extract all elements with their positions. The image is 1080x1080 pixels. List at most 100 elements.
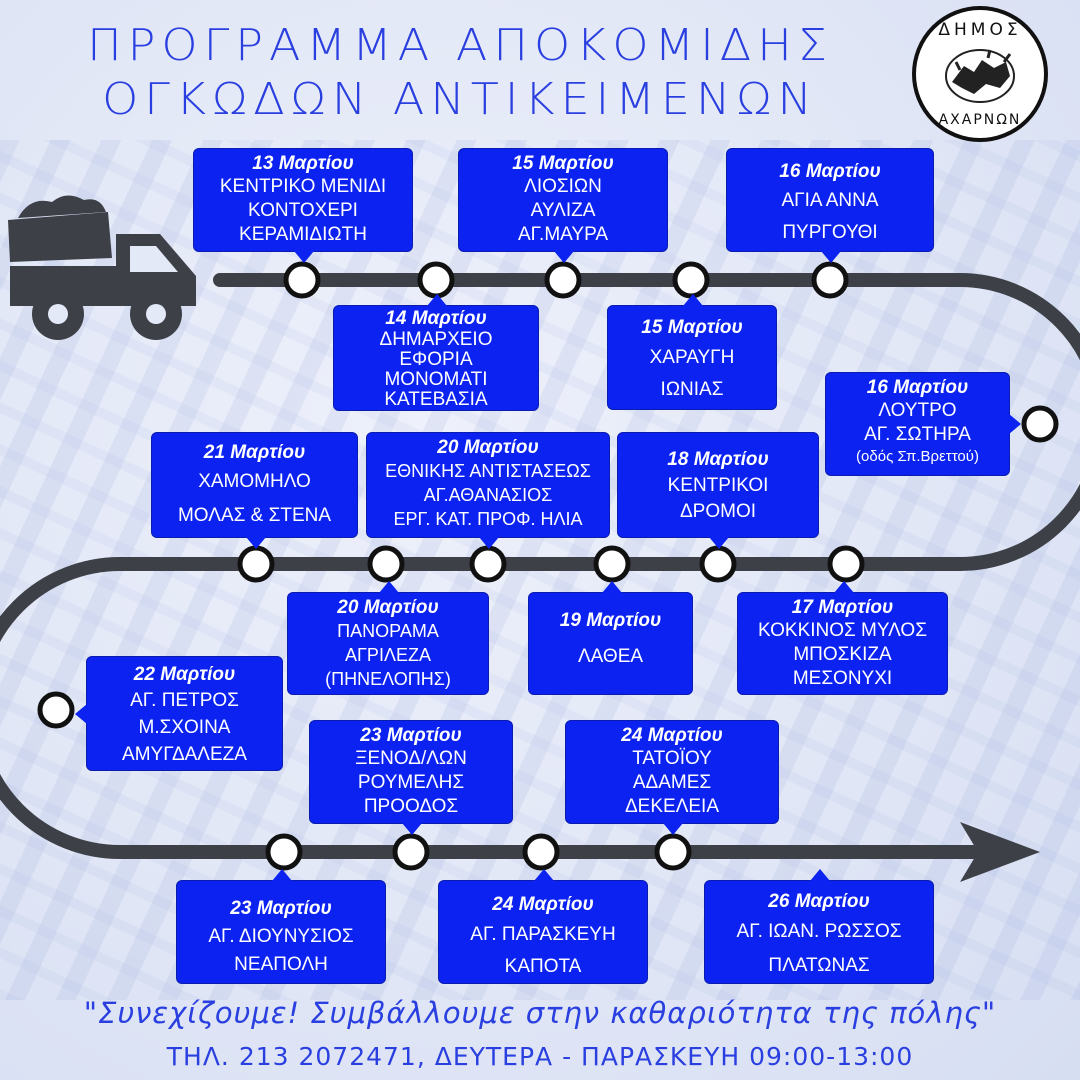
card-area: ΔΡΟΜΟΙ bbox=[679, 501, 757, 522]
card-area: ΚΕΝΤΡΙΚΟ ΜΕΝΙΔΙ bbox=[219, 176, 387, 197]
road-path bbox=[0, 273, 1080, 859]
card-date: 20 Μαρτίου bbox=[337, 597, 439, 618]
card-area: ΕΡΓ. ΚΑΤ. ΠΡΟΦ. ΗΛΙΑ bbox=[393, 509, 583, 529]
schedule-card-21-march: 21 Μαρτίου ΧΑΜΟΜΗΛΟ ΜΟΛΑΣ & ΣΤΕΝΑ bbox=[151, 432, 358, 549]
logo-top-text: ΔΗΜΟΣ bbox=[938, 20, 1022, 40]
card-area: ΑΓ. ΔΙΟΥΝΥΣΙΟΣ bbox=[208, 926, 354, 947]
title-line-1: ΠΡΟΓΡΑΜΜΑ ΑΠΟΚΟΜΙΔΗΣ bbox=[87, 19, 833, 71]
card-date: 23 Μαρτίου bbox=[360, 725, 462, 746]
arrow-head-icon bbox=[960, 822, 1040, 882]
card-date: 16 Μαρτίου bbox=[779, 161, 881, 182]
card-area: ΑΥΛΙΖΑ bbox=[530, 200, 596, 221]
card-date: 17 Μαρτίου bbox=[791, 597, 894, 618]
card-date: 16 Μαρτίου bbox=[866, 377, 969, 398]
card-area: ΜΕΣΟΝΥΧΙ bbox=[792, 668, 893, 689]
card-date: 24 Μαρτίου bbox=[621, 725, 723, 746]
horsemen-emblem-icon bbox=[945, 49, 1015, 103]
stop-marker bbox=[283, 261, 321, 299]
card-area: ΑΔΑΜΕΣ bbox=[632, 772, 712, 793]
stop-marker bbox=[37, 691, 75, 729]
schedule-card-14-march: 14 Μαρτίου ΔΗΜΑΡΧΕΙΟ ΕΦΟΡΙΑ ΜΟΝΟΜΑΤΙ ΚΑΤ… bbox=[333, 294, 539, 411]
card-area: ΛΙΟΣΙΩΝ bbox=[524, 176, 602, 197]
card-area: ΛΟΥΤΡΟ bbox=[878, 400, 957, 421]
schedule-card-13-march: 13 Μαρτίου ΚΕΝΤΡΙΚΟ ΜΕΝΙΔΙ ΚΟΝΤΟΧΕΡΙ ΚΕΡ… bbox=[193, 148, 413, 263]
card-date: 24 Μαρτίου bbox=[492, 894, 594, 915]
card-area: Μ.ΣΧΟΙΝΑ bbox=[138, 717, 231, 738]
stop-marker bbox=[417, 261, 455, 299]
card-area: ΞΕΝΟΔ/ΛΩΝ bbox=[355, 748, 467, 769]
schedule-card-17-march: 17 Μαρτίου ΚΟΚΚΙΝΟΣ ΜΥΛΟΣ ΜΠΟΣΚΙΖΑ ΜΕΣΟΝ… bbox=[737, 581, 948, 695]
stop-marker bbox=[654, 833, 692, 871]
card-area: ΜΟΛΑΣ & ΣΤΕΝΑ bbox=[177, 505, 332, 526]
card-date: 23 Μαρτίου bbox=[230, 898, 332, 919]
card-area: ΝΕΑΠΟΛΗ bbox=[234, 954, 328, 975]
schedule-card-23-march-b: 23 Μαρτίου ΞΕΝΟΔ/ΛΩΝ ΡΟΥΜΕΛΗΣ ΠΡΟΟΔΟΣ bbox=[309, 720, 513, 835]
stop-marker bbox=[367, 545, 405, 583]
card-area: ΑΓΡΙΛΕΖΑ bbox=[345, 645, 431, 665]
schedule-card-22-march: 22 Μαρτίου ΑΓ. ΠΕΤΡΟΣ Μ.ΣΧΟΙΝΑ ΑΜΥΓΔΑΛΕΖ… bbox=[75, 656, 283, 771]
stop-marker bbox=[699, 545, 737, 583]
title-line-2: ΟΓΚΩΔΩΝ ΑΝΤΙΚΕΙΜΕΝΩΝ bbox=[102, 73, 818, 125]
card-date: 13 Μαρτίου bbox=[252, 153, 354, 174]
card-area: ΙΩΝΙΑΣ bbox=[660, 379, 724, 400]
schedule-card-19-march: 19 Μαρτίου ΛΑΘΕΑ bbox=[528, 581, 693, 695]
card-area: ΠΥΡΓΟΥΘΙ bbox=[782, 222, 878, 243]
stop-marker bbox=[1021, 405, 1059, 443]
card-area: ΕΘΝΙΚΗΣ ΑΝΤΙΣΤΑΣΕΩΣ bbox=[385, 461, 591, 481]
card-date: 15 Μαρτίου bbox=[641, 317, 743, 338]
card-area: ΛΑΘΕΑ bbox=[577, 646, 644, 667]
card-area: ΜΟΝΟΜΑΤΙ bbox=[384, 369, 488, 390]
card-area: ΚΑΠΟΤΑ bbox=[504, 956, 582, 977]
card-area: ΜΠΟΣΚΙΖΑ bbox=[793, 644, 892, 665]
stop-marker bbox=[522, 833, 560, 871]
stop-marker bbox=[811, 261, 849, 299]
card-area: ΚΟΝΤΟΧΕΡΙ bbox=[248, 200, 358, 221]
card-area: ΑΓ.ΜΑΥΡΑ bbox=[517, 224, 609, 245]
card-area: ΠΑΝΟΡΑΜΑ bbox=[337, 621, 439, 641]
stop-marker bbox=[827, 545, 865, 583]
card-area: ΑΓΙΑ ΑΝΝΑ bbox=[781, 190, 879, 211]
card-area: ΑΓ. ΣΩΤΗΡΑ bbox=[864, 424, 971, 445]
logo-bottom-text: ΑΧΑΡΝΩΝ bbox=[938, 112, 1022, 128]
card-date: 22 Μαρτίου bbox=[133, 664, 236, 685]
schedule-card-20-march-a: 20 Μαρτίου ΕΘΝΙΚΗΣ ΑΝΤΙΣΤΑΣΕΩΣ ΑΓ.ΑΘΑΝΑΣ… bbox=[366, 432, 610, 549]
card-date: 26 Μαρτίου bbox=[768, 891, 870, 912]
card-area: ΧΑΡΑΥΓΗ bbox=[649, 347, 735, 368]
stop-marker bbox=[672, 261, 710, 299]
card-date: 20 Μαρτίου bbox=[437, 437, 539, 458]
card-area: ΚΑΤΕΒΑΣΙΑ bbox=[384, 389, 488, 410]
stop-marker bbox=[237, 545, 275, 583]
schedule-card-18-march: 18 Μαρτίου ΚΕΝΤΡΙΚΟΙ ΔΡΟΜΟΙ bbox=[617, 432, 819, 549]
schedule-card-15-march-b: 15 Μαρτίου ΧΑΡΑΥΓΗ ΙΩΝΙΑΣ bbox=[607, 294, 777, 410]
card-area: ΤΑΤΟΪΟΥ bbox=[632, 748, 712, 769]
card-area: ΠΛΑΤΩΝΑΣ bbox=[768, 955, 870, 976]
schedule-card-24-march-b: 24 Μαρτίου ΤΑΤΟΪΟΥ ΑΔΑΜΕΣ ΔΕΚΕΛΕΙΑ bbox=[565, 720, 779, 835]
card-date: 18 Μαρτίου bbox=[667, 449, 769, 470]
card-area: ΔΗΜΑΡΧΕΙΟ bbox=[379, 329, 493, 350]
schedule-card-15-march-a: 15 Μαρτίου ΛΙΟΣΙΩΝ ΑΥΛΙΖΑ ΑΓ.ΜΑΥΡΑ bbox=[458, 148, 668, 263]
card-area: ΠΡΟΟΔΟΣ bbox=[363, 796, 459, 817]
card-area: ΑΓ. ΙΩΑΝ. ΡΩΣΣΟΣ bbox=[736, 921, 902, 942]
stop-marker bbox=[392, 833, 430, 871]
card-note: (οδός Σπ.Βρεττού) bbox=[856, 448, 979, 465]
card-date: 19 Μαρτίου bbox=[559, 610, 662, 631]
card-area: ΧΑΜΟΜΗΛΟ bbox=[198, 471, 311, 492]
slogan: "Συνεχίζουμε! Συμβάλλουμε στην καθαριότη… bbox=[83, 996, 997, 1030]
schedule-card-23-march-a: 23 Μαρτίου ΑΓ. ΔΙΟΥΝΥΣΙΟΣ ΝΕΑΠΟΛΗ bbox=[176, 869, 386, 984]
stop-marker bbox=[544, 261, 582, 299]
stop-marker bbox=[265, 833, 303, 871]
contact-phone: ΤΗΛ. 213 2072471, ΔΕΥΤΕΡΑ - ΠΑΡΑΣΚΕΥΗ 09… bbox=[166, 1042, 914, 1071]
card-date: 21 Μαρτίου bbox=[203, 442, 306, 463]
card-area: ΔΕΚΕΛΕΙΑ bbox=[624, 796, 720, 817]
card-area: ΚΕΡΑΜΙΔΙΩΤΗ bbox=[239, 224, 367, 245]
card-area: ΑΓ.ΑΘΑΝΑΣΙΟΣ bbox=[423, 485, 553, 505]
stop-marker bbox=[469, 545, 507, 583]
schedule-card-16-march-a: 16 Μαρτίου ΑΓΙΑ ΑΝΝΑ ΠΥΡΓΟΥΘΙ bbox=[726, 148, 934, 263]
stop-marker bbox=[593, 545, 631, 583]
card-area: ΑΓ. ΠΑΡΑΣΚΕΥΗ bbox=[470, 924, 616, 945]
card-area: ΚΟΚΚΙΝΟΣ ΜΥΛΟΣ bbox=[758, 620, 927, 641]
card-date: 14 Μαρτίου bbox=[385, 308, 487, 329]
card-date: 15 Μαρτίου bbox=[512, 153, 614, 174]
schedule-card-16-march-b: 16 Μαρτίου ΛΟΥΤΡΟ ΑΓ. ΣΩΤΗΡΑ (οδός Σπ.Βρ… bbox=[825, 372, 1021, 476]
